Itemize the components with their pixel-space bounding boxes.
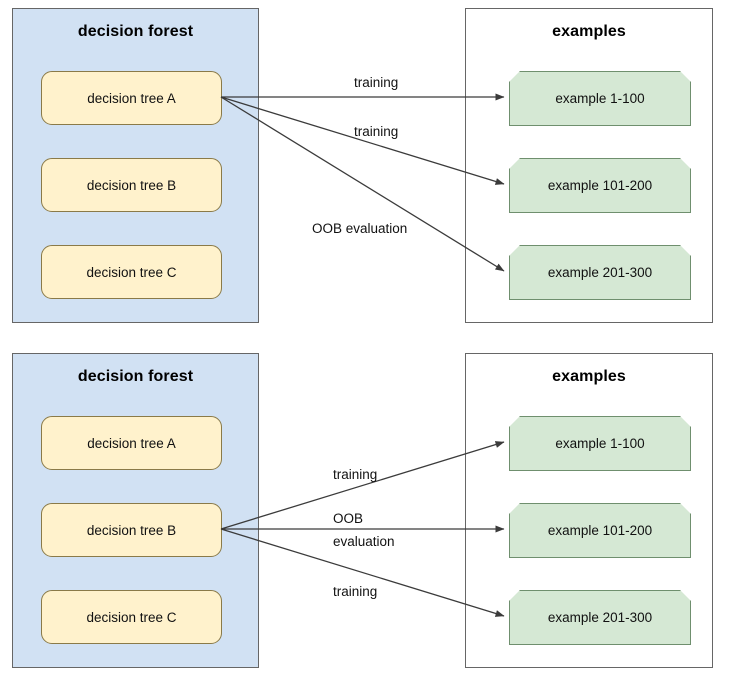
- diagram-top: decision forest decision tree A decision…: [0, 0, 737, 340]
- edge-label-oob-b-2-line2: evaluation: [333, 534, 395, 549]
- decision-tree-b-box-bottom[interactable]: decision tree B: [41, 503, 222, 557]
- examples-title-bottom: examples: [552, 368, 626, 385]
- example-101-200-label-bottom: example 101-200: [547, 523, 653, 538]
- example-101-200-label: example 101-200: [547, 178, 653, 193]
- example-1-100-label: example 1-100: [555, 91, 645, 106]
- edge-label-training-a-1: training: [354, 75, 399, 90]
- example-1-100-label-bottom: example 1-100: [555, 436, 645, 451]
- decision-tree-a-label: decision tree A: [87, 90, 176, 106]
- example-1-100-box[interactable]: example 1-100: [509, 71, 691, 126]
- examples-panel-top: examples example 1-100 example 101-200 e…: [465, 8, 713, 323]
- examples-title: examples: [552, 23, 626, 40]
- edge-label-training-a-2: training: [354, 124, 399, 139]
- example-201-300-box[interactable]: example 201-300: [509, 245, 691, 300]
- decision-forest-title-bottom: decision forest: [77, 368, 194, 385]
- example-101-200-box-bottom[interactable]: example 101-200: [509, 503, 691, 558]
- edge-training-a-to-2: [220, 96, 505, 185]
- decision-tree-a-box[interactable]: decision tree A: [41, 71, 222, 125]
- decision-forest-panel-bottom: decision forest decision tree A decision…: [12, 353, 259, 668]
- decision-forest-title: decision forest: [77, 23, 194, 40]
- diagram-bottom: decision forest decision tree A decision…: [0, 345, 737, 685]
- decision-tree-c-label: decision tree C: [86, 264, 177, 280]
- example-201-300-label-bottom: example 201-300: [547, 610, 653, 625]
- edge-label-oob-a-3: OOB evaluation: [312, 221, 408, 236]
- decision-tree-a-box-bottom[interactable]: decision tree A: [41, 416, 222, 470]
- decision-tree-c-box[interactable]: decision tree C: [41, 245, 222, 299]
- example-201-300-label: example 201-300: [547, 265, 653, 280]
- example-201-300-box-bottom[interactable]: example 201-300: [509, 590, 691, 645]
- edge-label-training-b-3: training: [333, 584, 378, 599]
- edge-label-training-b-1: training: [333, 467, 378, 482]
- decision-tree-b-box[interactable]: decision tree B: [41, 158, 222, 212]
- decision-tree-c-box-bottom[interactable]: decision tree C: [41, 590, 222, 644]
- decision-tree-b-label-bottom: decision tree B: [86, 522, 177, 538]
- decision-tree-c-label-bottom: decision tree C: [86, 609, 177, 625]
- decision-forest-panel-top: decision forest decision tree A decision…: [12, 8, 259, 323]
- edge-label-oob-b-2-line1: OOB: [333, 511, 364, 526]
- examples-panel-bottom: examples example 1-100 example 101-200 e…: [465, 353, 713, 668]
- example-1-100-box-bottom[interactable]: example 1-100: [509, 416, 691, 471]
- decision-tree-a-label-bottom: decision tree A: [87, 435, 176, 451]
- example-101-200-box[interactable]: example 101-200: [509, 158, 691, 213]
- decision-tree-b-label: decision tree B: [86, 177, 177, 193]
